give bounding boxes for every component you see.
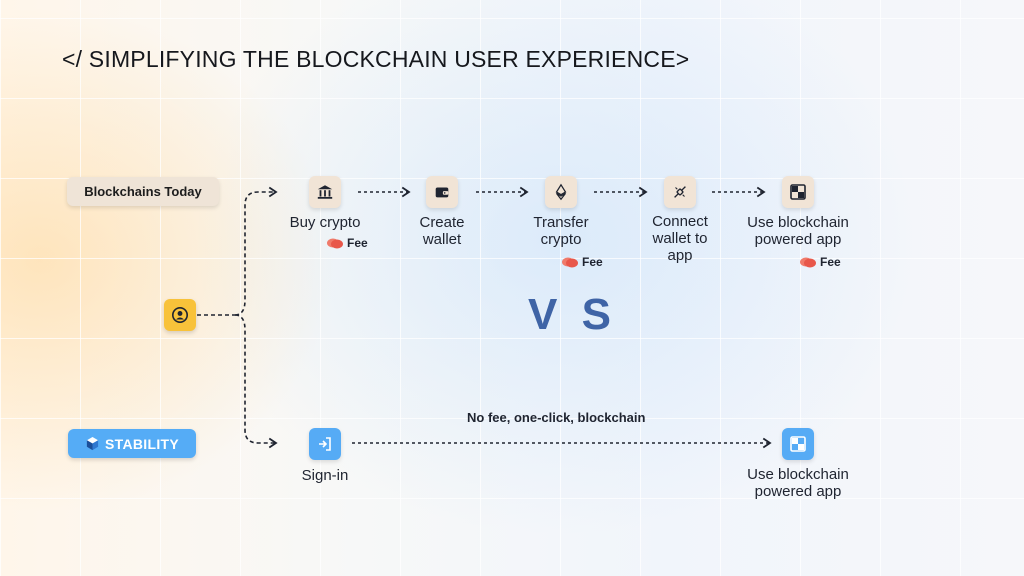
stability-app-label: Use blockchain powered app [747,466,849,500]
branch-top [234,186,278,316]
stability-app-node [782,428,814,460]
fee-coins-icon [800,257,816,268]
step-transfer-crypto [545,176,577,208]
app-grid-icon [790,436,806,452]
user-icon [171,306,189,324]
user-node [164,299,196,331]
blockchains-today-pill: Blockchains Today [67,177,219,206]
app-grid-icon [790,184,806,200]
stability-label: STABILITY [105,435,179,452]
sign-in-icon [319,437,331,451]
ethereum-icon [555,183,567,201]
cube-icon [86,436,99,451]
stability-pill: STABILITY [68,429,196,458]
fee-badge-transfer-crypto: Fee [561,255,603,269]
fee-coins-icon [562,257,578,268]
step-label-connect-wallet: Connect wallet to app [652,213,708,264]
step-connect-wallet [664,176,696,208]
step-label-create-wallet: Create wallet [419,214,465,248]
vs-label: V S [528,290,617,339]
signin-label: Sign-in [301,467,349,484]
no-fee-caption: No fee, one-click, blockchain [467,410,646,425]
plug-icon [674,186,686,198]
fee-badge-use-app: Fee [799,255,841,269]
step-label-transfer-crypto: Transfer crypto [533,214,589,248]
step-label-buy-crypto: Buy crypto [289,214,361,231]
fee-badge-buy-crypto: Fee [326,236,368,250]
wallet-icon [435,187,449,198]
signin-node [309,428,341,460]
branch-bottom [234,314,278,449]
step-create-wallet [426,176,458,208]
step-label-use-app: Use blockchain powered app [747,214,849,248]
step-use-app [782,176,814,208]
bank-icon [317,185,333,199]
fee-coins-icon [327,238,343,249]
step-buy-crypto [309,176,341,208]
page-title: </ SIMPLIFYING THE BLOCKCHAIN USER EXPER… [62,46,690,72]
